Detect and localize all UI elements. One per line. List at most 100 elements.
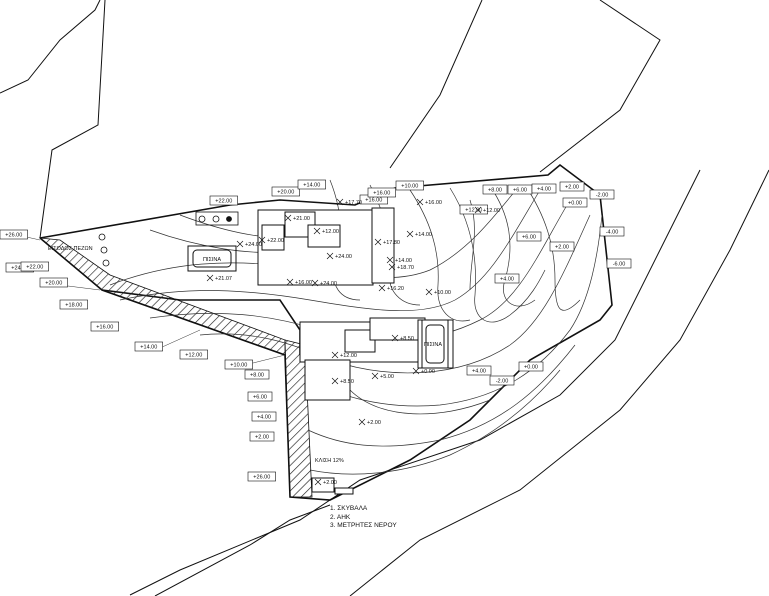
southeast-road-edge-1 (129, 169, 701, 596)
contour-line (119, 189, 541, 312)
elevation-label-box (244, 369, 270, 380)
spot-level-text: +14.00 (395, 258, 412, 264)
elevation-label-text: +2.00 (555, 245, 569, 251)
spot-level-text: +24.00 (245, 242, 262, 248)
elevation-label: +4.00 (531, 183, 557, 194)
spot-level: +0.00 (412, 367, 435, 375)
elevation-label-text: +4.00 (257, 415, 271, 421)
upper-pool-inner (192, 249, 232, 268)
spot-level-marker (284, 214, 292, 222)
spot-level-text: +18.70 (397, 265, 414, 271)
retaining-wall-west (38, 237, 286, 356)
spot-level: +12.00 (331, 351, 357, 359)
spot-level-text: +16.00 (295, 280, 312, 286)
contour-line (307, 344, 576, 447)
elevation-label-text: +4.00 (472, 369, 486, 375)
spot-level-marker (311, 279, 319, 287)
spot-level: +2.00 (358, 418, 381, 426)
spot-level-marker (236, 240, 244, 248)
contour-line (524, 184, 581, 311)
spot-level-marker (412, 367, 420, 375)
spot-level-marker (331, 351, 339, 359)
lower-pool-outer (421, 319, 449, 369)
elevation-label-text: +12.00 (185, 353, 202, 359)
elevation-label-text: +10.00 (401, 184, 418, 190)
spot-level-text: +5.00 (380, 374, 394, 380)
elevation-label: +8.00 (482, 184, 508, 195)
elevation-label-box (489, 375, 515, 386)
elevation-label: +2.00 (559, 181, 585, 192)
note-text: ΚΛΙΣΗ 12% (315, 458, 344, 464)
elevation-label-box (589, 189, 615, 200)
spot-level-marker (371, 372, 379, 380)
spot-level: +14.00 (386, 256, 412, 264)
spot-level: +24.00 (236, 240, 262, 248)
elevation-label: +4.00 (494, 273, 520, 284)
upper-boundary-line (39, 0, 106, 239)
elevation-label: +10.00 (224, 359, 253, 370)
spot-level-text: +21.00 (293, 216, 310, 222)
lower-terrace (417, 319, 454, 369)
elevation-label: +22.00 (20, 261, 49, 272)
spot-level: +12.00 (474, 206, 500, 214)
tree-symbol (100, 246, 108, 254)
spot-level-marker (313, 227, 321, 235)
elevation-label-box (606, 258, 632, 269)
spot-level-marker (425, 288, 433, 296)
legend-item: 3. ΜΕΤΡΗΤΕΣ ΝΕΡΟΥ (330, 522, 397, 530)
upper-house-room (261, 224, 285, 251)
elevation-label-text: -2.00 (496, 379, 509, 385)
spot-level: +24.00 (326, 252, 352, 260)
elevation-label-text: +12.00 (465, 208, 482, 214)
elevation-label-box (518, 361, 544, 372)
elevation-label-box (134, 341, 163, 352)
utility-box (195, 211, 239, 226)
elevation-label-text: +6.00 (253, 395, 267, 401)
elevation-label-text: -4.00 (606, 230, 619, 236)
elevation-label-box (562, 197, 588, 208)
room-label: ΠΙΣΙΝΑ (424, 342, 442, 348)
elevation-label-text: +22.00 (26, 265, 43, 271)
elevation-label-box (179, 349, 208, 360)
spot-level: +5.00 (371, 372, 394, 380)
upper-house-room (307, 224, 341, 248)
elevation-label-box (247, 391, 273, 402)
spot-level: +17.80 (374, 238, 400, 246)
elevation-label-box (39, 277, 68, 288)
spot-level: +8.50 (331, 377, 354, 385)
elevation-label: +2.00 (549, 241, 575, 252)
elevation-label-box (0, 229, 28, 240)
spot-level-marker (386, 256, 394, 264)
legend-item: 1. ΣΚΥΒΑΛΑ (330, 505, 368, 512)
elevation-label-text: +2.00 (255, 435, 269, 441)
spot-level-text: +2.00 (367, 420, 381, 426)
spot-level-marker (258, 236, 266, 244)
spot-level: +16.20 (378, 284, 404, 292)
spot-level-text: +16.20 (387, 286, 404, 292)
spot-level-marker (314, 478, 322, 486)
elevation-label-box (549, 241, 575, 252)
elevation-label: +4.00 (466, 365, 492, 376)
spot-level-text: +14.00 (415, 232, 432, 238)
elevation-label: -2.00 (489, 375, 515, 386)
elevation-label-text: +26.00 (5, 233, 22, 239)
spot-level-marker (416, 198, 424, 206)
utility-symbols (98, 211, 239, 267)
elevation-label: +26.00 (0, 229, 28, 240)
elevation-label-text: +14.00 (303, 183, 320, 189)
elevation-label: +20.00 (271, 186, 300, 197)
spot-level-text: +22.00 (267, 238, 284, 244)
spot-level-text: +8.50 (400, 336, 414, 342)
northeast-boundary-line (389, 0, 483, 169)
elevation-label-text: +24.00 (11, 266, 28, 272)
elevation-label: +22.00 (209, 195, 238, 206)
spot-level: +24.00 (311, 279, 337, 287)
spot-level-text: +17.70 (345, 200, 362, 206)
lower-house-room (369, 317, 426, 341)
elevation-label: +12.00 (179, 349, 208, 360)
elevation-label-box (247, 471, 276, 482)
